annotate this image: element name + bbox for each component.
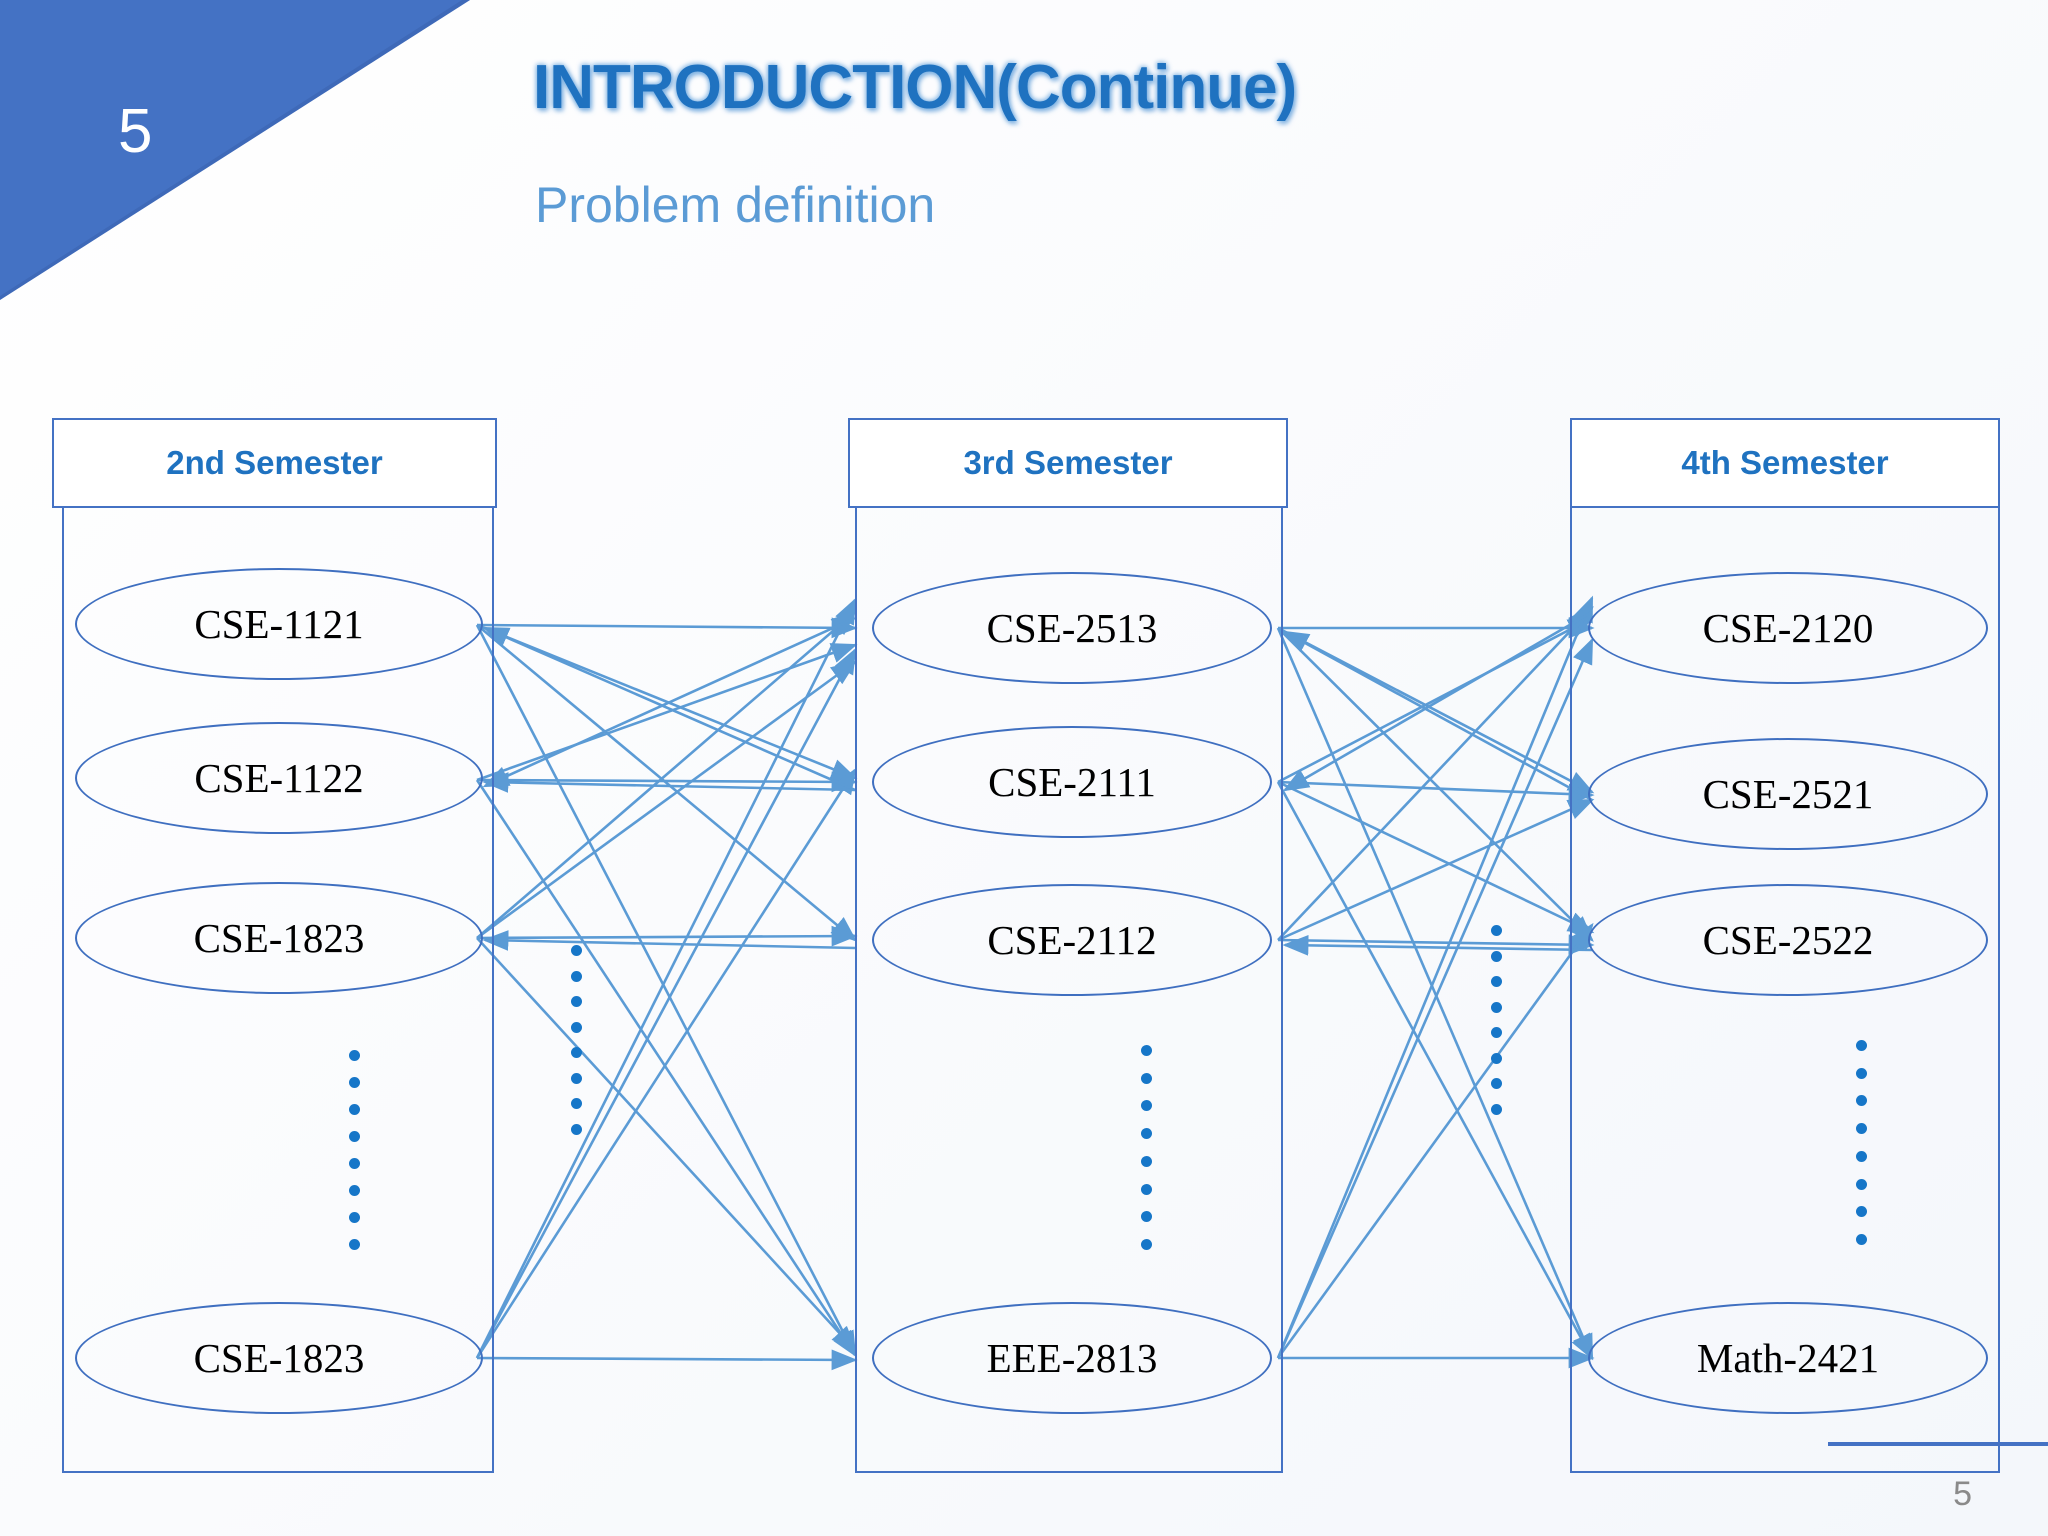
course-node-eee-2813[interactable]: EEE-2813: [872, 1302, 1272, 1414]
course-node-cse-2513[interactable]: CSE-2513: [872, 572, 1272, 684]
semester-column-3rd: [855, 508, 1283, 1473]
course-node-cse-2120[interactable]: CSE-2120: [1588, 572, 1988, 684]
course-node-label: CSE-2120: [1702, 605, 1874, 651]
semester-header-2nd-label: 2nd Semester: [166, 444, 383, 481]
course-node-label: EEE-2813: [986, 1335, 1158, 1381]
vertical-ellipsis-column-2nd: [348, 1050, 360, 1250]
vertical-ellipsis-column-4th: [1855, 1040, 1867, 1245]
course-node-label: CSE-2513: [986, 605, 1158, 651]
course-node-cse-1823-a[interactable]: CSE-1823: [75, 882, 483, 994]
course-node-label: CSE-2522: [1702, 917, 1874, 963]
course-node-math-2421[interactable]: Math-2421: [1588, 1302, 1988, 1414]
course-node-label: CSE-1122: [194, 755, 364, 801]
course-node-cse-1122[interactable]: CSE-1122: [75, 722, 483, 834]
course-node-label: CSE-1823: [193, 915, 365, 961]
course-node-cse-1121[interactable]: CSE-1121: [75, 568, 483, 680]
corner-triangle: [0, 0, 470, 300]
vertical-ellipsis-gap-1: [570, 945, 582, 1135]
semester-header-3rd: 3rd Semester: [848, 418, 1288, 508]
semester-column-4th: [1570, 508, 2000, 1473]
course-node-cse-2522[interactable]: CSE-2522: [1588, 884, 1988, 996]
course-node-cse-2521[interactable]: CSE-2521: [1588, 738, 1988, 850]
page-number: 5: [1953, 1475, 1972, 1513]
course-node-cse-1823-b[interactable]: CSE-1823: [75, 1302, 483, 1414]
course-node-label: CSE-2112: [987, 917, 1157, 963]
page-title: INTRODUCTION(Continue): [533, 53, 1297, 122]
vertical-ellipsis-column-3rd: [1140, 1045, 1152, 1250]
semester-header-4th-label: 4th Semester: [1681, 444, 1889, 481]
course-node-label: Math-2421: [1696, 1335, 1880, 1381]
course-node-label: CSE-2521: [1702, 771, 1874, 817]
vertical-ellipsis-gap-2: [1490, 925, 1502, 1115]
course-node-label: CSE-1121: [194, 601, 364, 647]
slide-number-badge: 5: [118, 97, 153, 166]
semester-header-2nd: 2nd Semester: [52, 418, 497, 508]
semester-header-3rd-label: 3rd Semester: [963, 444, 1173, 481]
course-node-label: CSE-2111: [988, 759, 1156, 805]
page-subtitle: Problem definition: [535, 177, 936, 233]
course-node-cse-2112[interactable]: CSE-2112: [872, 884, 1272, 996]
semester-column-2nd: [62, 508, 494, 1473]
semester-header-4th: 4th Semester: [1570, 418, 2000, 508]
footer-rule: [1828, 1442, 2048, 1446]
course-node-label: CSE-1823: [193, 1335, 365, 1381]
course-node-cse-2111[interactable]: CSE-2111: [872, 726, 1272, 838]
